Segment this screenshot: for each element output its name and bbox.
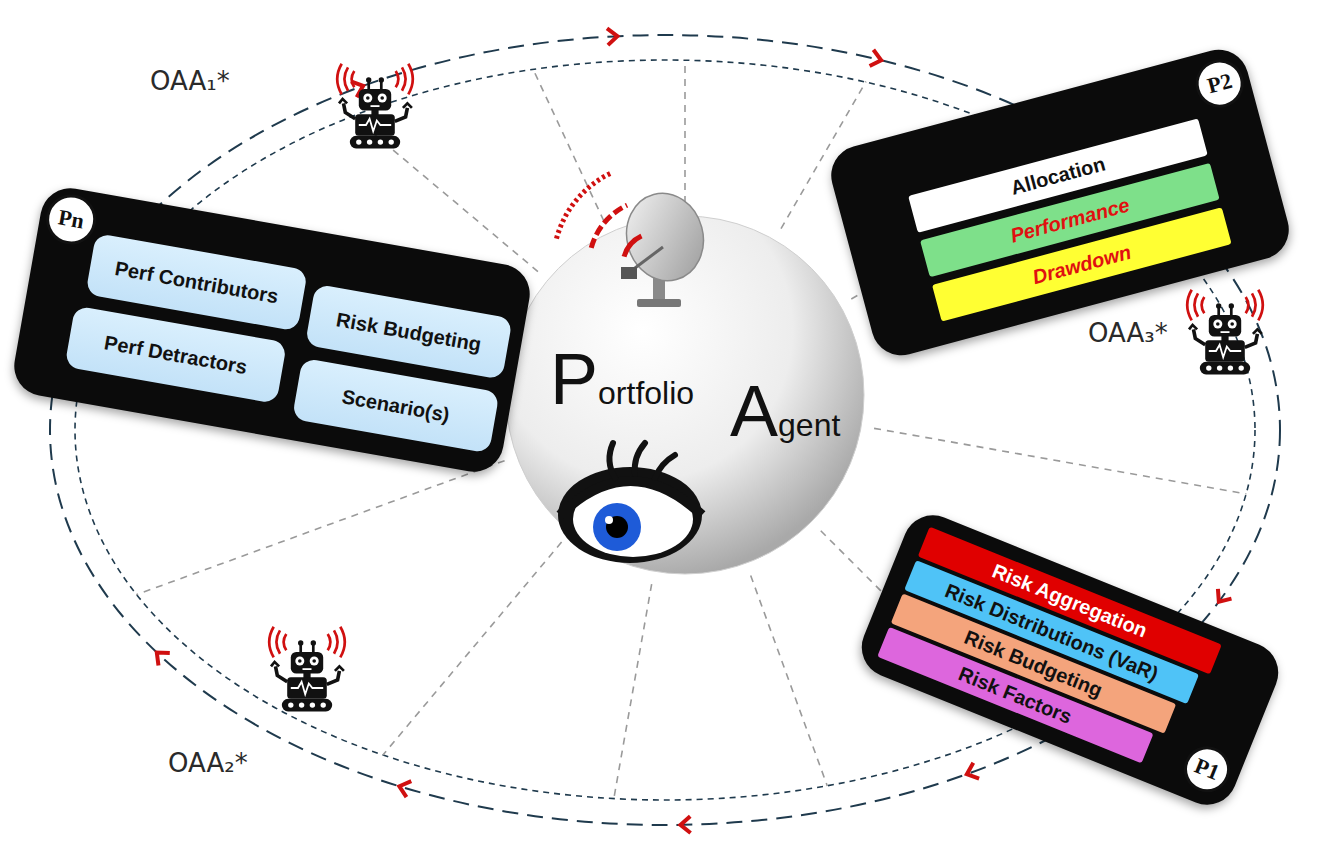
panel-badge: P1: [1177, 739, 1237, 799]
band-label: Drawdown: [1030, 240, 1134, 288]
robot-label: OAA₁*: [150, 66, 230, 96]
agent-title: Agent: [730, 375, 840, 447]
panel-label: Pn: [56, 204, 86, 234]
radial-line: [136, 461, 504, 595]
robot-label: OAA₂*: [168, 748, 248, 778]
drawing-ellipse: [617, 185, 713, 290]
orbit-arrowhead: [399, 781, 411, 797]
robot-icon: [269, 627, 345, 712]
radial-line: [533, 69, 604, 221]
orbit-arrowhead: [607, 28, 617, 45]
drawing-rect: [621, 267, 637, 279]
orbit-arrowhead: [967, 763, 979, 779]
dashboard-panel: P1Risk AggregationRisk Distributions (Va…: [853, 506, 1288, 813]
label-slot: OAA₃*: [1088, 318, 1168, 348]
drawing-rect: [637, 299, 681, 307]
orbit-arrowhead: [157, 653, 170, 666]
drawing-path: [560, 481, 702, 515]
radial-line: [874, 428, 1246, 494]
drawing-path: [624, 236, 641, 257]
drawing-path: [609, 443, 615, 478]
radial-line: [383, 542, 562, 755]
metric-label: Risk Budgeting: [335, 308, 483, 356]
metric-label: Perf Detractors: [103, 331, 249, 379]
panel-label: P1: [1191, 753, 1223, 786]
drawing-path: [591, 205, 627, 248]
radial-line: [684, 59, 686, 203]
text-slot: Agent: [730, 375, 840, 447]
orbit-arrowhead: [870, 50, 882, 66]
dashboard-panel: PnPerf ContributorsRisk Budgeting Perf De…: [10, 184, 535, 477]
metric-label: Scenario(s): [340, 385, 451, 427]
drawing-circle: [593, 503, 641, 551]
drawing-circle: [605, 516, 613, 524]
agent-sphere: Portfolio Agent: [505, 215, 865, 575]
drawing-circle: [606, 516, 628, 538]
panel-badge: P2: [1190, 54, 1249, 113]
orbit-arrowhead: [1218, 589, 1232, 602]
band-label: Allocation: [1008, 152, 1107, 199]
metric-label: Perf Contributors: [113, 256, 280, 307]
drawing-path: [655, 455, 675, 478]
label-slot: OAA₁*: [150, 66, 230, 96]
radial-line: [751, 575, 828, 785]
robot-icon: [337, 64, 413, 149]
dashboard-panel: P2AllocationPerformanceDrawdown: [825, 43, 1296, 362]
radial-line: [614, 584, 652, 799]
orbit-arrowhead: [680, 816, 690, 833]
robot-label: OAA₃*: [1088, 318, 1168, 348]
panel-label: P2: [1204, 68, 1234, 99]
text-slot: Portfolio: [550, 343, 694, 415]
drawing-path: [556, 173, 611, 239]
agent-title: Portfolio: [550, 343, 694, 415]
drawing-path: [635, 443, 645, 474]
drawing-ellipse: [558, 467, 702, 563]
robot-icon: [1187, 290, 1263, 375]
panel-badge: Pn: [42, 190, 100, 248]
label-slot: OAA₂*: [168, 748, 248, 778]
